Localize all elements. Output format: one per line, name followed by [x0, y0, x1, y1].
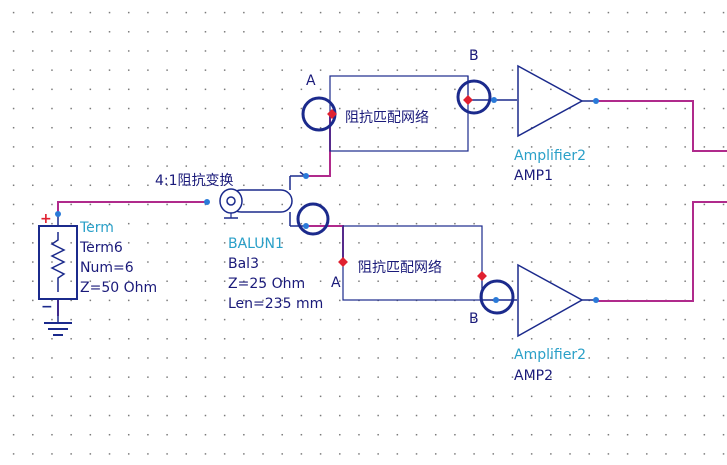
- term-num-label: Num=6: [80, 260, 134, 276]
- match-top-b-pin-icon[interactable]: [491, 97, 497, 103]
- match-top-port-b-label: B: [469, 48, 479, 64]
- balun-len-label: Len=235 mm: [228, 296, 323, 312]
- balun-name-label: BALUN1: [228, 236, 284, 252]
- balun-out1-pin-icon[interactable]: [303, 173, 309, 179]
- term-plus-sign: +: [40, 211, 52, 227]
- ground-icon: [44, 316, 72, 336]
- balun1-component[interactable]: 4:1阻抗变换 BALUN1 Bal3 Z=25 Ohm Len=235 mm: [155, 171, 330, 312]
- amp2-component[interactable]: Amplifier2 AMP2: [514, 263, 599, 384]
- balun-out2-pin-icon[interactable]: [303, 223, 309, 229]
- amp2-output-pin-icon[interactable]: [593, 297, 599, 303]
- amp1-type-label: Amplifier2: [514, 148, 586, 164]
- amp1-component[interactable]: Amplifier2 AMP1: [514, 64, 599, 184]
- amplifier-triangle-icon: [517, 263, 584, 338]
- amp1-name-label: AMP1: [514, 168, 553, 184]
- matching-network-bottom[interactable]: 阻抗匹配网络 A B: [331, 225, 517, 327]
- matching-network-top[interactable]: 阻抗匹配网络 A B: [301, 48, 517, 152]
- match-top-label: 阻抗匹配网络: [345, 110, 429, 126]
- balun-z-label: Z=25 Ohm: [228, 276, 305, 292]
- balun-left-end: [219, 188, 243, 214]
- match-bottom-b-pin-icon[interactable]: [493, 297, 499, 303]
- balun-ground-icon: [224, 213, 238, 219]
- term-z-label: Z=50 Ohm: [80, 280, 157, 296]
- match-bottom-b-marker-icon[interactable]: [477, 271, 487, 281]
- wire-balun-to-match-bottom[interactable]: [305, 225, 344, 262]
- term-pin-icon[interactable]: [55, 211, 61, 217]
- wire-balun-to-match-top[interactable]: [305, 114, 331, 177]
- term-name-label: Term6: [79, 240, 123, 256]
- port-b-circle-icon: [479, 279, 515, 315]
- balun-note-label: 4:1阻抗变换: [155, 172, 234, 189]
- match-bottom-label: 阻抗匹配网络: [358, 260, 442, 276]
- balun-input-pin-icon[interactable]: [204, 199, 210, 205]
- port-b-circle-icon: [456, 79, 492, 115]
- term6-component[interactable]: + − Term Term6 Num=6 Z=50 Ohm: [38, 211, 157, 336]
- resistor-icon: [50, 232, 66, 292]
- wire-amp1-output[interactable]: [596, 100, 727, 152]
- amp2-name-label: AMP2: [514, 368, 553, 384]
- balun-model-label: Bal3: [228, 256, 259, 272]
- amplifier-triangle-icon: [517, 64, 584, 138]
- term-minus-sign: −: [41, 299, 53, 315]
- amp2-type-label: Amplifier2: [514, 347, 586, 363]
- balun-center-conductor: [226, 196, 236, 206]
- match-top-port-a-label: A: [306, 73, 316, 89]
- wires: [57, 100, 727, 316]
- match-top-b-marker-icon[interactable]: [463, 95, 473, 105]
- port-circle-icon: [296, 202, 330, 236]
- wire-amp2-output[interactable]: [596, 201, 727, 302]
- term-type-label: Term: [79, 220, 114, 236]
- match-bottom-port-a-label: A: [331, 275, 341, 291]
- wire-term-to-balun[interactable]: [57, 201, 205, 216]
- match-bottom-port-b-label: B: [469, 311, 479, 327]
- match-top-a-marker-icon[interactable]: [327, 109, 337, 119]
- match-bottom-a-marker-icon[interactable]: [338, 257, 348, 267]
- amp1-output-pin-icon[interactable]: [593, 98, 599, 104]
